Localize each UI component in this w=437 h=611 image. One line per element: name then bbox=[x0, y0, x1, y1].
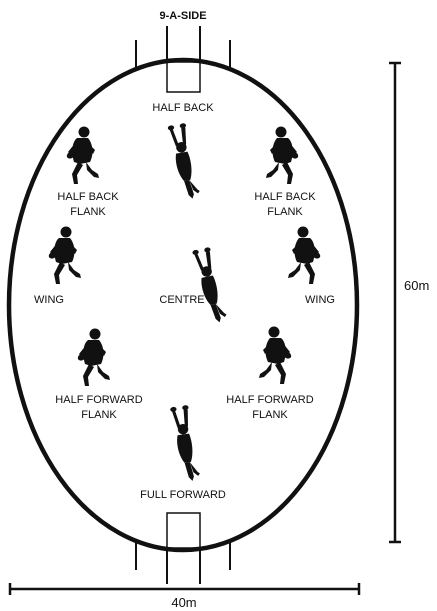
position-label-line: FLANK bbox=[81, 409, 117, 421]
format-title: 9-A-SIDE bbox=[159, 10, 206, 22]
length-label: 60m bbox=[404, 278, 429, 293]
length-dimension bbox=[389, 63, 401, 542]
position-label-line: WING bbox=[305, 294, 335, 306]
position-label-line: FULL FORWARD bbox=[140, 489, 226, 501]
position-label-line: HALF BACK bbox=[152, 102, 214, 114]
position-label-line: FLANK bbox=[70, 206, 106, 218]
position-label-line: FLANK bbox=[252, 409, 288, 421]
position-label: WING bbox=[34, 294, 64, 306]
position-label-line: CENTRE bbox=[159, 294, 204, 306]
width-dimension bbox=[10, 583, 359, 595]
position-label-line: HALF FORWARD bbox=[226, 394, 313, 406]
position-label-line: HALF BACK bbox=[254, 191, 316, 203]
position-label: FULL FORWARD bbox=[140, 489, 226, 501]
position-label: HALF BACK bbox=[152, 102, 214, 114]
position-label-line: HALF FORWARD bbox=[55, 394, 142, 406]
width-label: 40m bbox=[171, 595, 196, 610]
position-label-line: FLANK bbox=[267, 206, 303, 218]
position-label: CENTRE bbox=[159, 294, 204, 306]
position-label: WING bbox=[305, 294, 335, 306]
position-label-line: HALF BACK bbox=[57, 191, 119, 203]
position-label-line: WING bbox=[34, 294, 64, 306]
